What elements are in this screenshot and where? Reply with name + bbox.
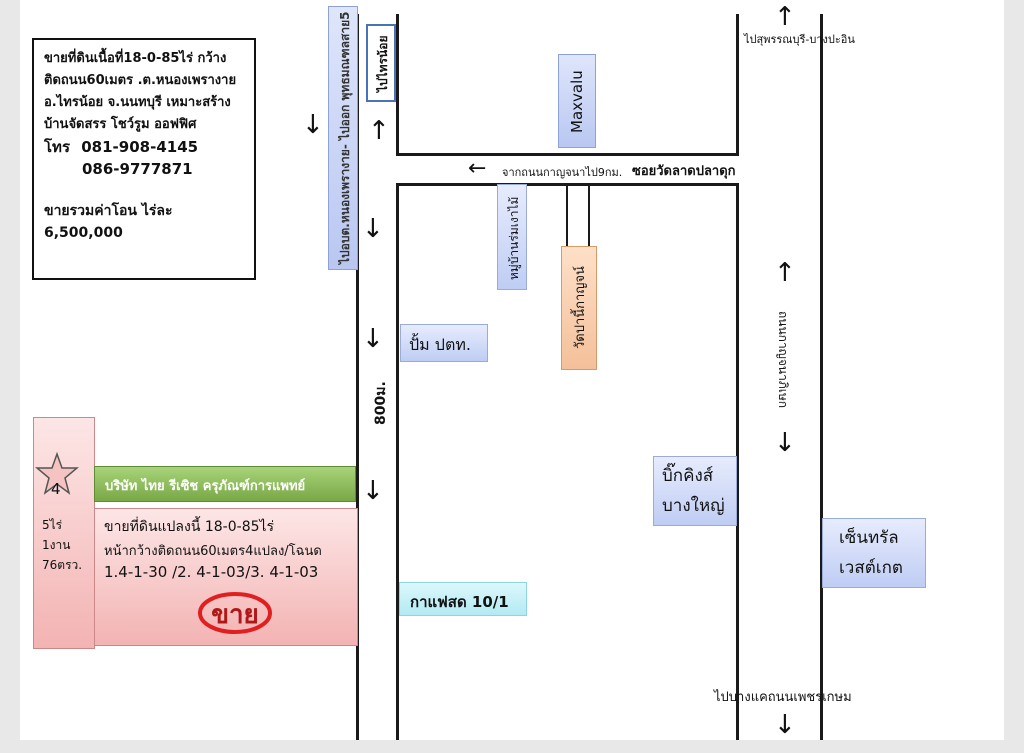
to-bangkhae-label: ไปบางแคถนนเพชรเกษม <box>714 690 852 705</box>
arrow-down-icon: ↓ <box>362 324 384 354</box>
sainoi-label: ไปไทรน้อย <box>376 35 390 93</box>
star-shape <box>35 452 79 495</box>
arrow-down-icon: ↓ <box>302 110 324 140</box>
road-right-inner-bottom <box>736 183 739 740</box>
info-line-2: ติดถนน60เมตร .ต.หนองเพรางาย <box>44 73 237 88</box>
plot-area-2: 1งาน <box>42 538 71 552</box>
road-name-label: ไปอบต.หนองเพรางาย- ไปออก พุทธมณฑลสาย5 <box>338 11 352 265</box>
company-label: บริษัท ไทย รีเซิช ครุภัณฑ์การแพทย์ <box>105 479 306 494</box>
gas-station-label: ปั้ม ปตท. <box>409 335 471 354</box>
plot-sale-box <box>94 508 358 646</box>
arrow-up-icon: ↑ <box>774 2 796 32</box>
arrow-down-icon: ↓ <box>362 214 384 244</box>
sale-line-2: หน้ากว้างติดถนน60เมตร4แปลง/โฉนด <box>104 544 322 559</box>
plot-number: 4 <box>51 480 61 498</box>
plot-area-3: 76ตรว. <box>42 558 83 572</box>
sale-word: ขาย <box>211 600 259 630</box>
bigc-label: บิ๊กคิงส์ บางใหญ่ <box>662 466 725 516</box>
cafe-box: กาแฟสด 10/1 <box>399 582 527 616</box>
road-right-inner-top <box>736 14 739 156</box>
arrow-down-icon: ↓ <box>362 476 384 506</box>
maxvalu-box: Maxvalu <box>558 54 596 148</box>
arrow-down-icon: ↓ <box>774 428 796 458</box>
star-icon <box>35 452 79 495</box>
phone-label: โทร <box>44 138 71 156</box>
sale-circle-icon <box>198 592 272 634</box>
to-suphan-label: ไปสุพรรณบุรี-บางปะอิน <box>744 33 855 46</box>
road-left-outer <box>356 14 359 740</box>
cafe-label: กาแฟสด 10/1 <box>410 593 509 611</box>
soi-wat-label: ซอยวัดลาดปลาดุก <box>632 164 736 179</box>
bigc-box: บิ๊กคิงส์ บางใหญ่ <box>653 456 737 526</box>
info-line-3: อ.ไทรน้อย จ.นนทบุรี เหมาะสร้าง <box>44 95 231 110</box>
road-soi-top <box>396 153 739 156</box>
road-name-box: ไปอบต.หนองเพรางาย- ไปออก พุทธมณฑลสาย5 <box>328 6 358 270</box>
central-label: เซ็นทรัล เวสต์เกต <box>839 528 903 578</box>
road-right-outer <box>820 14 823 740</box>
sale-line-3: 1.4-1-30 /2. 4-1-03/3. 4-1-03 <box>104 563 319 581</box>
road-left-inner-bottom <box>396 183 399 740</box>
central-box: เซ็นทรัล เวสต์เกต <box>822 518 926 588</box>
plot-4-box <box>33 417 95 649</box>
road-temple-1 <box>566 186 568 248</box>
sainoi-box: ไปไทรน้อย <box>366 24 396 102</box>
from-kanchana-label: จากถนนกาญจนาไป9กม. <box>502 166 623 179</box>
arrow-down-icon: ↓ <box>774 710 796 740</box>
info-line-4: บ้านจัดสรร โชว์รูม ออฟฟิศ <box>44 117 197 132</box>
phone-1: 081-908-4145 <box>81 138 199 156</box>
road-temple-2 <box>588 186 590 248</box>
village-box: หมู่บ้านร่มเงาไม้ <box>497 184 527 290</box>
info-box: ขายที่ดินเนื้อที่18-0-85ไร่ กว้าง ติดถนน… <box>32 38 256 280</box>
distance-label: 800ม. <box>373 381 389 425</box>
info-phone-row: โทร 081-908-4145 <box>44 136 246 158</box>
gas-station-box: ปั้ม ปตท. <box>400 324 488 362</box>
plot-area-1: 5ไร่ <box>42 518 63 532</box>
road-soi-bottom <box>396 183 739 186</box>
arrow-up-icon: ↑ <box>774 258 796 288</box>
road-left-inner-top <box>396 14 399 156</box>
arrow-left-icon: ← <box>468 156 487 181</box>
sale-line-1: ขายที่ดินแปลงนี้ 18-0-85ไร่ <box>104 519 275 535</box>
temple-box: วัดปานี้กาญจน์ <box>561 246 597 370</box>
temple-label: วัดปานี้กาญจน์ <box>573 266 588 350</box>
village-label: หมู่บ้านร่มเงาไม้ <box>507 196 521 280</box>
company-bar: บริษัท ไทย รีเซิช ครุภัณฑ์การแพทย์ <box>94 466 356 502</box>
info-line-1: ขายที่ดินเนื้อที่18-0-85ไร่ กว้าง <box>44 51 227 66</box>
price-line: ขายรวมค่าโอน ไร่ละ 6,500,000 <box>44 203 173 241</box>
maxvalu-label: Maxvalu <box>568 70 586 134</box>
sale-circle-shape <box>198 592 272 634</box>
kanchana-road-label: ถนนกาญจนาภิเษก <box>776 311 790 409</box>
phone-2: 086-9777871 <box>82 160 193 178</box>
arrow-up-icon: ↑ <box>368 116 390 146</box>
